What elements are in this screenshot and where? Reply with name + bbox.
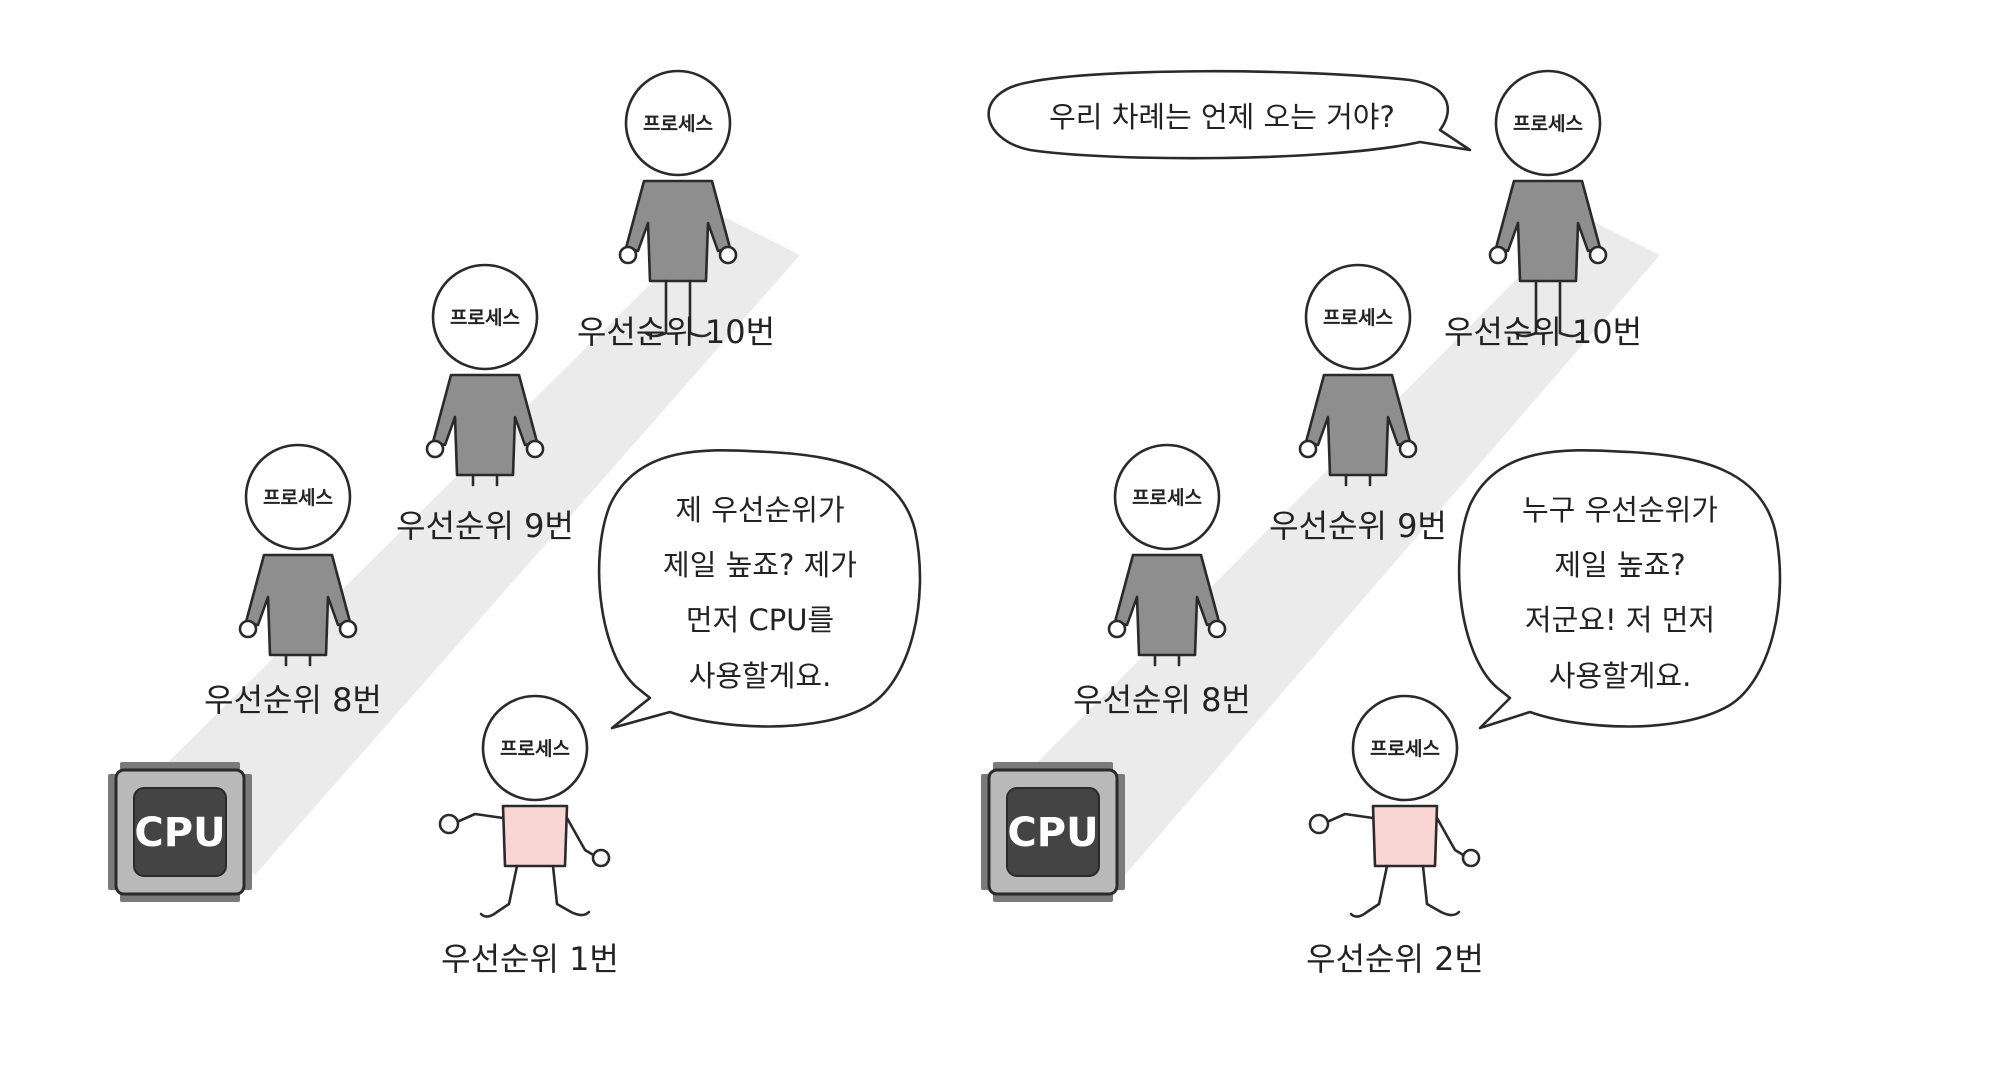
right-cpu-label: CPU bbox=[1007, 810, 1098, 856]
process-head bbox=[481, 694, 589, 802]
right-process-priority-10: 프로세스 우선순위 10번 bbox=[1444, 69, 1642, 351]
right-process-priority-2: 프로세스 우선순위 2번 bbox=[1306, 694, 1484, 978]
left-process-priority-10: 프로세스 우선순위 10번 bbox=[577, 69, 775, 351]
priority-label: 우선순위 10번 bbox=[577, 313, 775, 351]
right-process-priority-8: 프로세스 우선순위 8번 bbox=[1073, 443, 1251, 719]
left-speech-bubble: 제 우선순위가 제일 높죠? 제가 먼저 CPU를 사용할게요. bbox=[597, 448, 922, 730]
process-head-label: 프로세스 bbox=[1370, 738, 1440, 760]
process-head-label: 프로세스 bbox=[450, 307, 520, 329]
priority-label: 우선순위 9번 bbox=[1269, 507, 1447, 545]
left-waiting-queue-beam bbox=[140, 215, 800, 875]
process-head bbox=[624, 69, 732, 177]
process-head-label: 프로세스 bbox=[500, 738, 570, 760]
process-head-label: 프로세스 bbox=[1132, 487, 1202, 509]
process-head-label: 프로세스 bbox=[643, 113, 713, 135]
process-head bbox=[1113, 443, 1221, 551]
bubble-line-4: 사용할게요. bbox=[689, 659, 832, 693]
bubble-line-3: 저군요! 저 먼저 bbox=[1525, 603, 1715, 637]
bubble-line-1: 누구 우선순위가 bbox=[1522, 493, 1718, 527]
process-head bbox=[1494, 69, 1602, 177]
right-cpu-chip: CPU bbox=[981, 762, 1125, 902]
right-waiting-queue-beam bbox=[1010, 215, 1660, 875]
priority-label: 우선순위 2번 bbox=[1306, 940, 1484, 978]
right-speech-bubble: 누구 우선순위가 제일 높죠? 저군요! 저 먼저 사용할게요. bbox=[1457, 448, 1782, 730]
priority-label: 우선순위 10번 bbox=[1444, 313, 1642, 351]
priority-label: 우선순위 9번 bbox=[396, 507, 574, 545]
left-process-priority-9: 프로세스 우선순위 9번 bbox=[396, 263, 574, 545]
left-process-priority-8: 프로세스 우선순위 8번 bbox=[204, 443, 382, 719]
left-panel: CPU 프로세스 우선순위 10번 프로세스 우선순위 9번 bbox=[108, 69, 922, 978]
process-head bbox=[1304, 263, 1412, 371]
left-cpu-label: CPU bbox=[134, 810, 225, 856]
right-top-speech-bubble: 우리 차례는 언제 오는 거야? bbox=[987, 69, 1472, 160]
process-head bbox=[244, 443, 352, 551]
priority-label: 우선순위 1번 bbox=[441, 940, 619, 978]
bubble-line-4: 사용할게요. bbox=[1549, 659, 1692, 693]
priority-label: 우선순위 8번 bbox=[1073, 681, 1251, 719]
process-head-label: 프로세스 bbox=[1513, 113, 1583, 135]
bubble-line-1: 제 우선순위가 bbox=[675, 493, 844, 527]
process-head bbox=[431, 263, 539, 371]
bubble-line-3: 먼저 CPU를 bbox=[686, 603, 834, 637]
right-panel: CPU 우리 차례는 언제 오는 거야? 프로세스 우선순위 10번 bbox=[981, 69, 1782, 978]
right-process-priority-9: 프로세스 우선순위 9번 bbox=[1269, 263, 1447, 545]
bubble-line-2: 제일 높죠? 제가 bbox=[663, 548, 857, 582]
top-bubble-line-1: 우리 차례는 언제 오는 거야? bbox=[1049, 100, 1395, 134]
priority-label: 우선순위 8번 bbox=[204, 681, 382, 719]
process-head-label: 프로세스 bbox=[1323, 307, 1393, 329]
process-head bbox=[1351, 694, 1459, 802]
bubble-line-2: 제일 높죠? bbox=[1554, 548, 1685, 582]
left-cpu-chip: CPU bbox=[108, 762, 252, 902]
left-process-priority-1: 프로세스 우선순위 1번 bbox=[438, 694, 619, 978]
process-head-label: 프로세스 bbox=[263, 487, 333, 509]
